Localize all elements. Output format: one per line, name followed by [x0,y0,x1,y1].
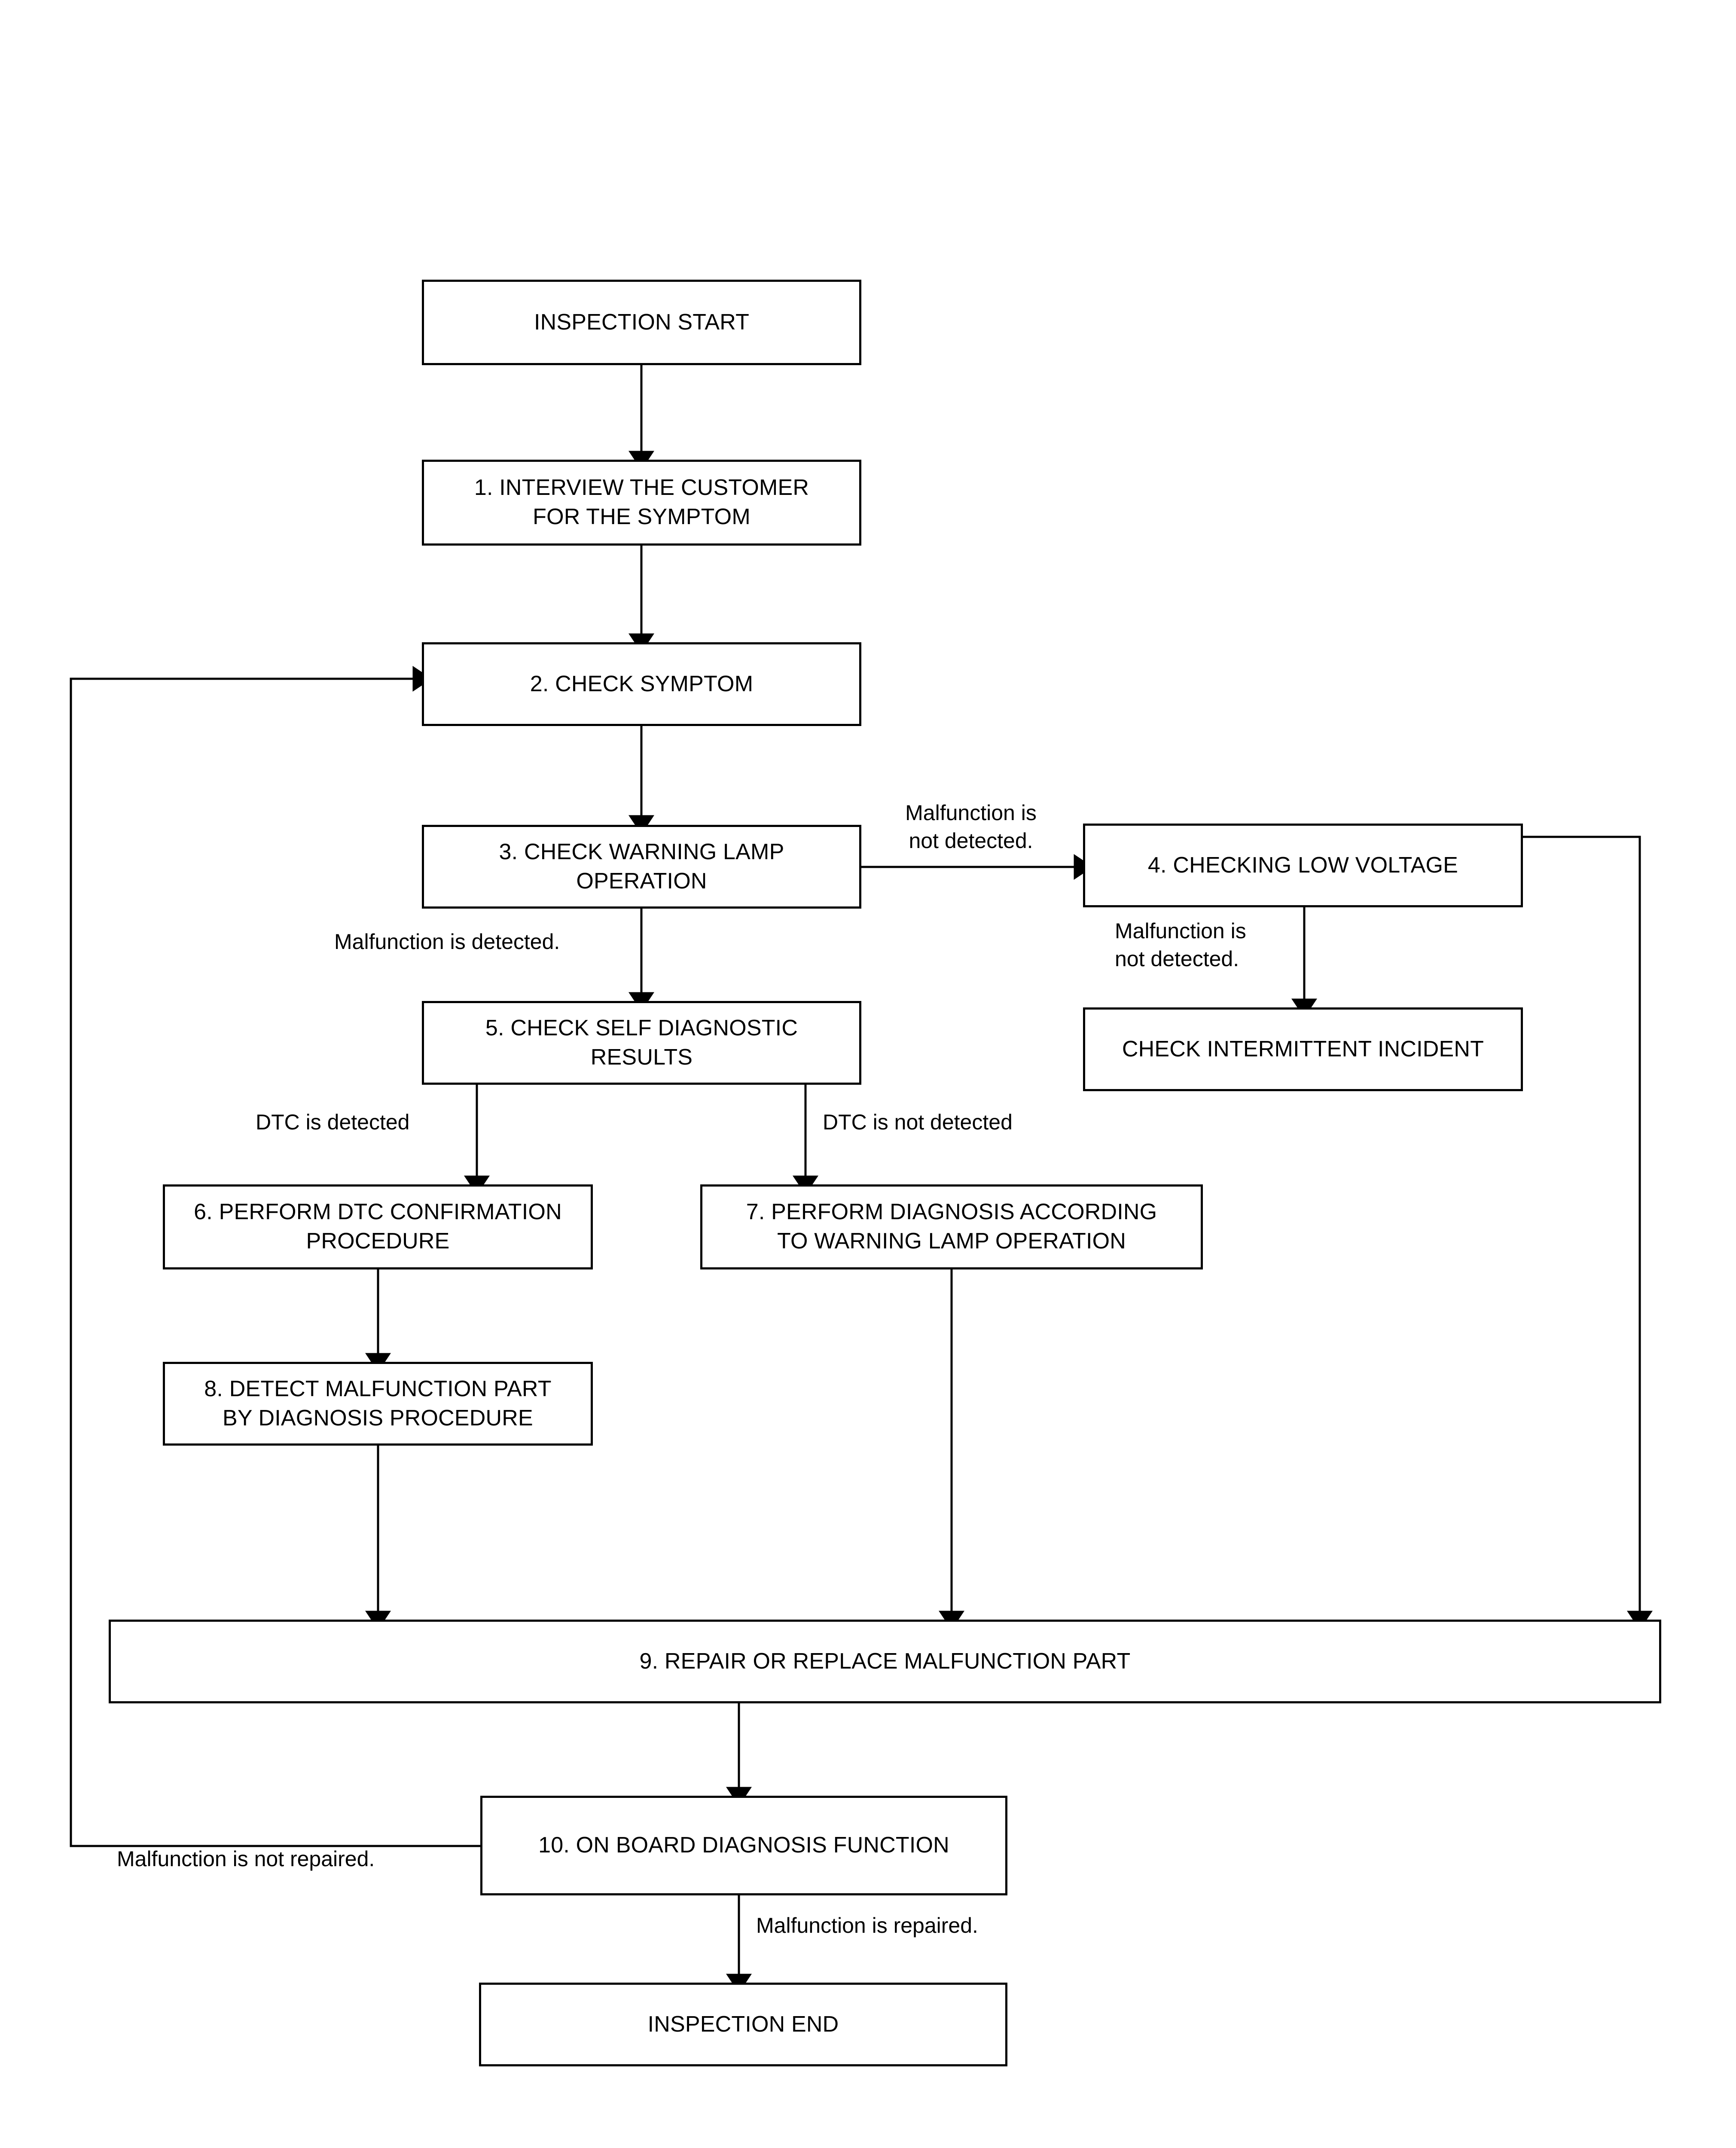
edge-label-dtc-is-not-detected: DTC is not detected [823,1110,1013,1134]
node-label: 9. REPAIR OR REPLACE MALFUNCTION PART [639,1648,1131,1674]
node-label: 8. DETECT MALFUNCTION PART BY DIAGNOSIS … [204,1376,552,1431]
edge-label-malfunction-repaired: Malfunction is repaired. [756,1913,978,1937]
node-step4-checking-low-voltage[interactable]: 4. CHECKING LOW VOLTAGE [1083,824,1523,907]
node-step5-check-self-diagnostic-results[interactable]: 5. CHECK SELF DIAGNOSTIC RESULTS [422,1001,861,1085]
node-step9-repair-or-replace-malfunction-part[interactable]: 9. REPAIR OR REPLACE MALFUNCTION PART [109,1620,1661,1703]
node-label: 6. PERFORM DTC CONFIRMATION PROCEDURE [194,1199,562,1254]
node-step3-check-warning-lamp-operation[interactable]: 3. CHECK WARNING LAMP OPERATION [422,825,861,909]
node-label: INSPECTION START [534,309,750,335]
node-label: 4. CHECKING LOW VOLTAGE [1147,852,1458,878]
node-label: INSPECTION END [647,2011,839,2037]
node-label: 10. ON BOARD DIAGNOSIS FUNCTION [538,1833,949,1858]
node-step7-perform-diagnosis-warning-lamp[interactable]: 7. PERFORM DIAGNOSIS ACCORDING TO WARNIN… [700,1184,1203,1269]
node-step10-on-board-diagnosis-function[interactable]: 10. ON BOARD DIAGNOSIS FUNCTION [480,1796,1007,1895]
node-inspection-start[interactable]: INSPECTION START [422,280,861,365]
edge-label-malfunction-not-detected-step4: Malfunction is not detected. [1115,919,1246,971]
node-step1-interview-customer[interactable]: 1. INTERVIEW THE CUSTOMER FOR THE SYMPTO… [422,460,861,546]
node-label: 5. CHECK SELF DIAGNOSTIC RESULTS [485,1015,798,1070]
edge-label-malfunction-not-repaired: Malfunction is not repaired. [117,1847,375,1871]
node-check-intermittent-incident[interactable]: CHECK INTERMITTENT INCIDENT [1083,1007,1523,1091]
node-step8-detect-malfunction-part[interactable]: 8. DETECT MALFUNCTION PART BY DIAGNOSIS … [163,1362,593,1446]
edge-label-malfunction-detected-step3: Malfunction is detected. [334,930,560,954]
node-label: 2. CHECK SYMPTOM [530,671,754,696]
node-step2-check-symptom[interactable]: 2. CHECK SYMPTOM [422,642,861,726]
edge-step10-to-step2-feedback [70,666,480,1847]
node-label: 7. PERFORM DIAGNOSIS ACCORDING TO WARNIN… [746,1199,1157,1254]
node-step6-perform-dtc-confirmation-procedure[interactable]: 6. PERFORM DTC CONFIRMATION PROCEDURE [163,1184,593,1269]
edge-label-dtc-is-detected: DTC is detected [256,1110,410,1134]
node-label: 3. CHECK WARNING LAMP OPERATION [499,839,784,894]
node-label: CHECK INTERMITTENT INCIDENT [1122,1036,1484,1062]
edge-step4-to-step9 [1523,836,1653,1630]
node-label: 1. INTERVIEW THE CUSTOMER FOR THE SYMPTO… [474,475,809,529]
node-inspection-end[interactable]: INSPECTION END [479,1983,1007,2066]
edge-label-malfunction-not-detected-step3: Malfunction is not detected. [905,801,1037,853]
